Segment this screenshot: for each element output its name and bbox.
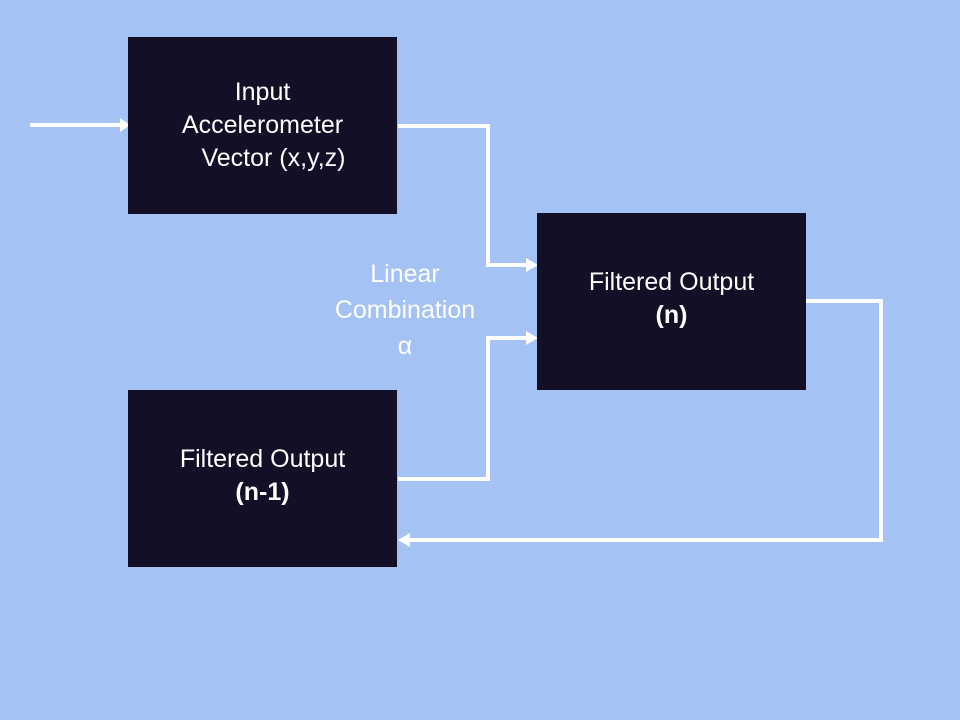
combination-label-line-2: Combination — [334, 296, 476, 324]
input-to-output-connector — [398, 124, 528, 267]
input-box-line-2: Accelerometer — [181, 111, 344, 139]
feedback-loop-connector — [408, 299, 883, 542]
previous-output-box-title: Filtered Output — [179, 444, 346, 473]
filtered-output-previous-box: Filtered Output (n-1) — [128, 390, 397, 567]
output-box-index: (n) — [655, 300, 688, 329]
previous-output-box-index: (n-1) — [235, 477, 290, 506]
input-box-line-3: Vector (x,y,z) — [201, 144, 346, 172]
alpha-symbol: α — [397, 332, 413, 360]
output-box-title: Filtered Output — [588, 267, 755, 296]
input-box-line-1: Input — [234, 78, 291, 106]
input-accelerometer-box: Input Accelerometer Vector (x,y,z) — [128, 37, 397, 214]
linear-combination-label: Linear Combination α — [300, 256, 510, 364]
previous-to-output-connector — [398, 336, 528, 481]
combination-label-line-1: Linear — [370, 260, 440, 288]
filtered-output-n-box: Filtered Output (n) — [537, 213, 806, 390]
